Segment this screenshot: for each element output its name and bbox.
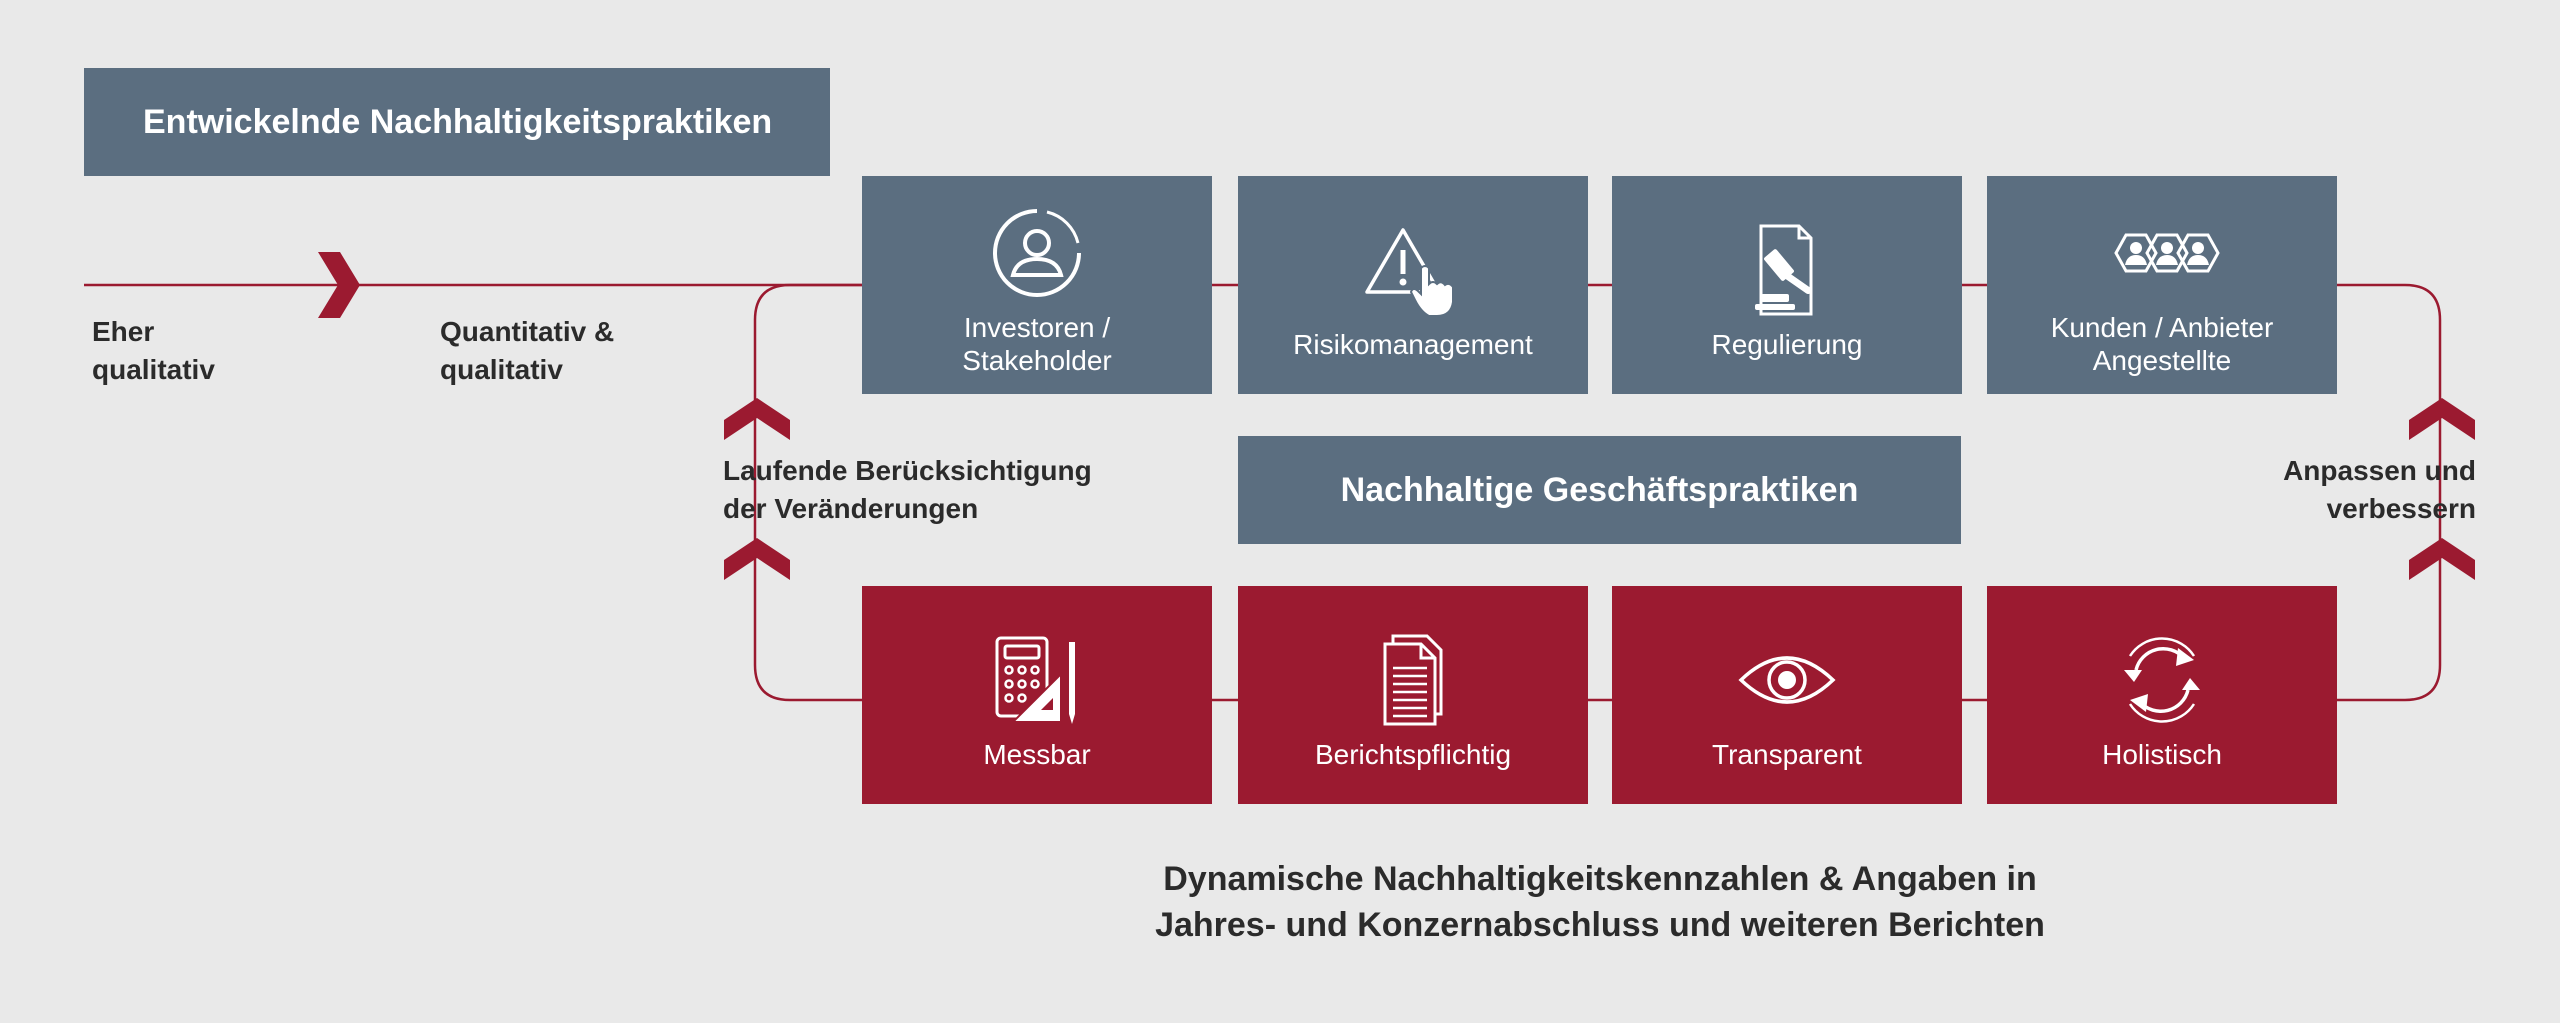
left-note: Laufende Berücksichtigung der Veränderun… [723,455,1092,524]
tile-messbar: Messbar [862,586,1212,804]
tile-kunden: Kunden / Anbieter Angestellte [1987,176,2337,394]
tile-berichtspflichtig: Berichtspflichtig [1238,586,1588,804]
tile-label: Risikomanagement [1293,328,1533,360]
header-box: Entwickelnde Nachhaltigkeitspraktiken [84,68,830,176]
right-chevron-up-icon-1 [2409,398,2475,440]
tile-transparent: Transparent [1612,586,1962,804]
tile-label: Investoren / Stakeholder [962,312,1112,376]
tile-regulierung: Regulierung [1612,176,1962,394]
center-title: Nachhaltige Geschäftspraktiken [1340,470,1859,509]
calculator-ruler-icon [995,636,1075,724]
footer-text: Dynamische Nachhaltigkeitskennzahlen & A… [1155,860,2045,944]
left-loop-line [753,283,862,702]
scale-label-right: Quantitativ & qualitativ [440,316,615,385]
header-title: Entwickelnde Nachhaltigkeitspraktiken [143,102,773,141]
risk-warning-icon [1365,227,1454,317]
right-note: Anpassen und verbessern [2283,455,2476,524]
eye-icon [1738,655,1836,704]
cycle-arrows-icon [2124,636,2200,723]
tile-risikomanagement: Risikomanagement [1238,176,1588,394]
tile-label: Transparent [1712,738,1862,770]
tile-holistisch: Holistisch [1987,586,2337,804]
right-chevron-up-icon-2 [2409,538,2475,580]
tile-label: Holistisch [2102,738,2222,770]
left-chevron-up-icon-2 [724,538,790,580]
document-icon [1383,634,1443,725]
tile-investoren: Investoren / Stakeholder [862,176,1212,394]
tile-label: Kunden / Anbieter Angestellte [2050,312,2274,376]
left-chevron-up-icon-1 [724,398,790,440]
right-loop-line [2336,283,2442,702]
people-group-icon [2114,233,2220,273]
scale-chevron-right-icon [318,252,360,318]
tile-label: Messbar [983,738,1091,770]
center-box: Nachhaltige Geschäftspraktiken [1238,436,1961,544]
investor-icon [993,209,1081,297]
scale-label-left: Eher qualitativ [92,316,215,385]
tile-label: Berichtspflichtig [1314,738,1512,770]
regulation-gavel-icon [1755,224,1813,315]
tile-label: Regulierung [1711,328,1863,360]
